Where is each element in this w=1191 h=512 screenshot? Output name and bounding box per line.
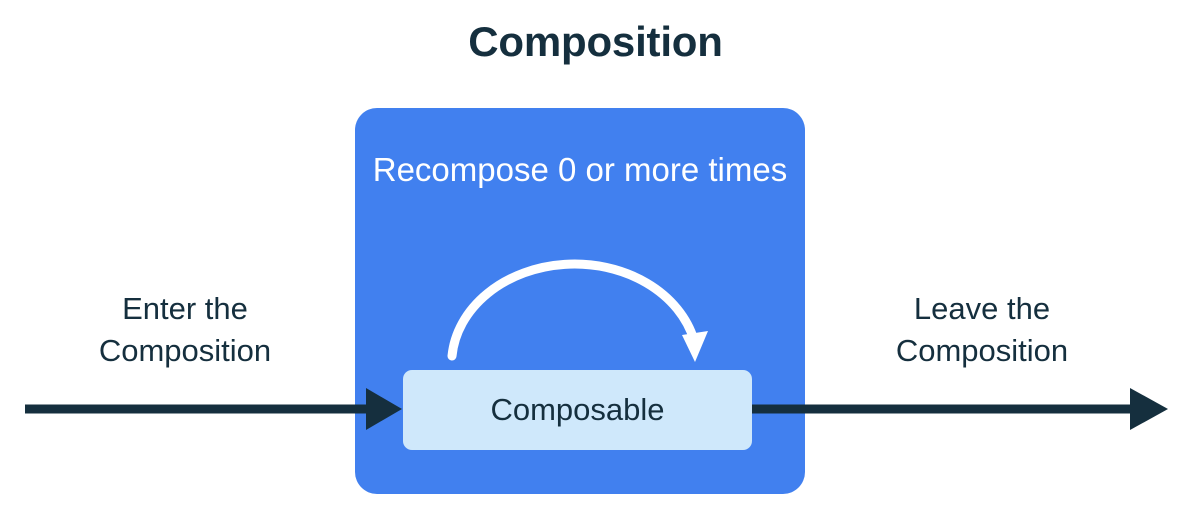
enter-composition-arrow-icon xyxy=(25,388,402,430)
leave-composition-label: Leave the Composition xyxy=(895,291,1069,368)
page-title: Composition xyxy=(468,18,723,65)
leave-composition-arrow-icon xyxy=(752,388,1168,430)
composable-box: Composable xyxy=(403,370,752,450)
recompose-label: Recompose 0 or more times xyxy=(372,151,788,188)
composable-label: Composable xyxy=(490,392,665,427)
enter-composition-label: Enter the Composition xyxy=(98,291,272,368)
